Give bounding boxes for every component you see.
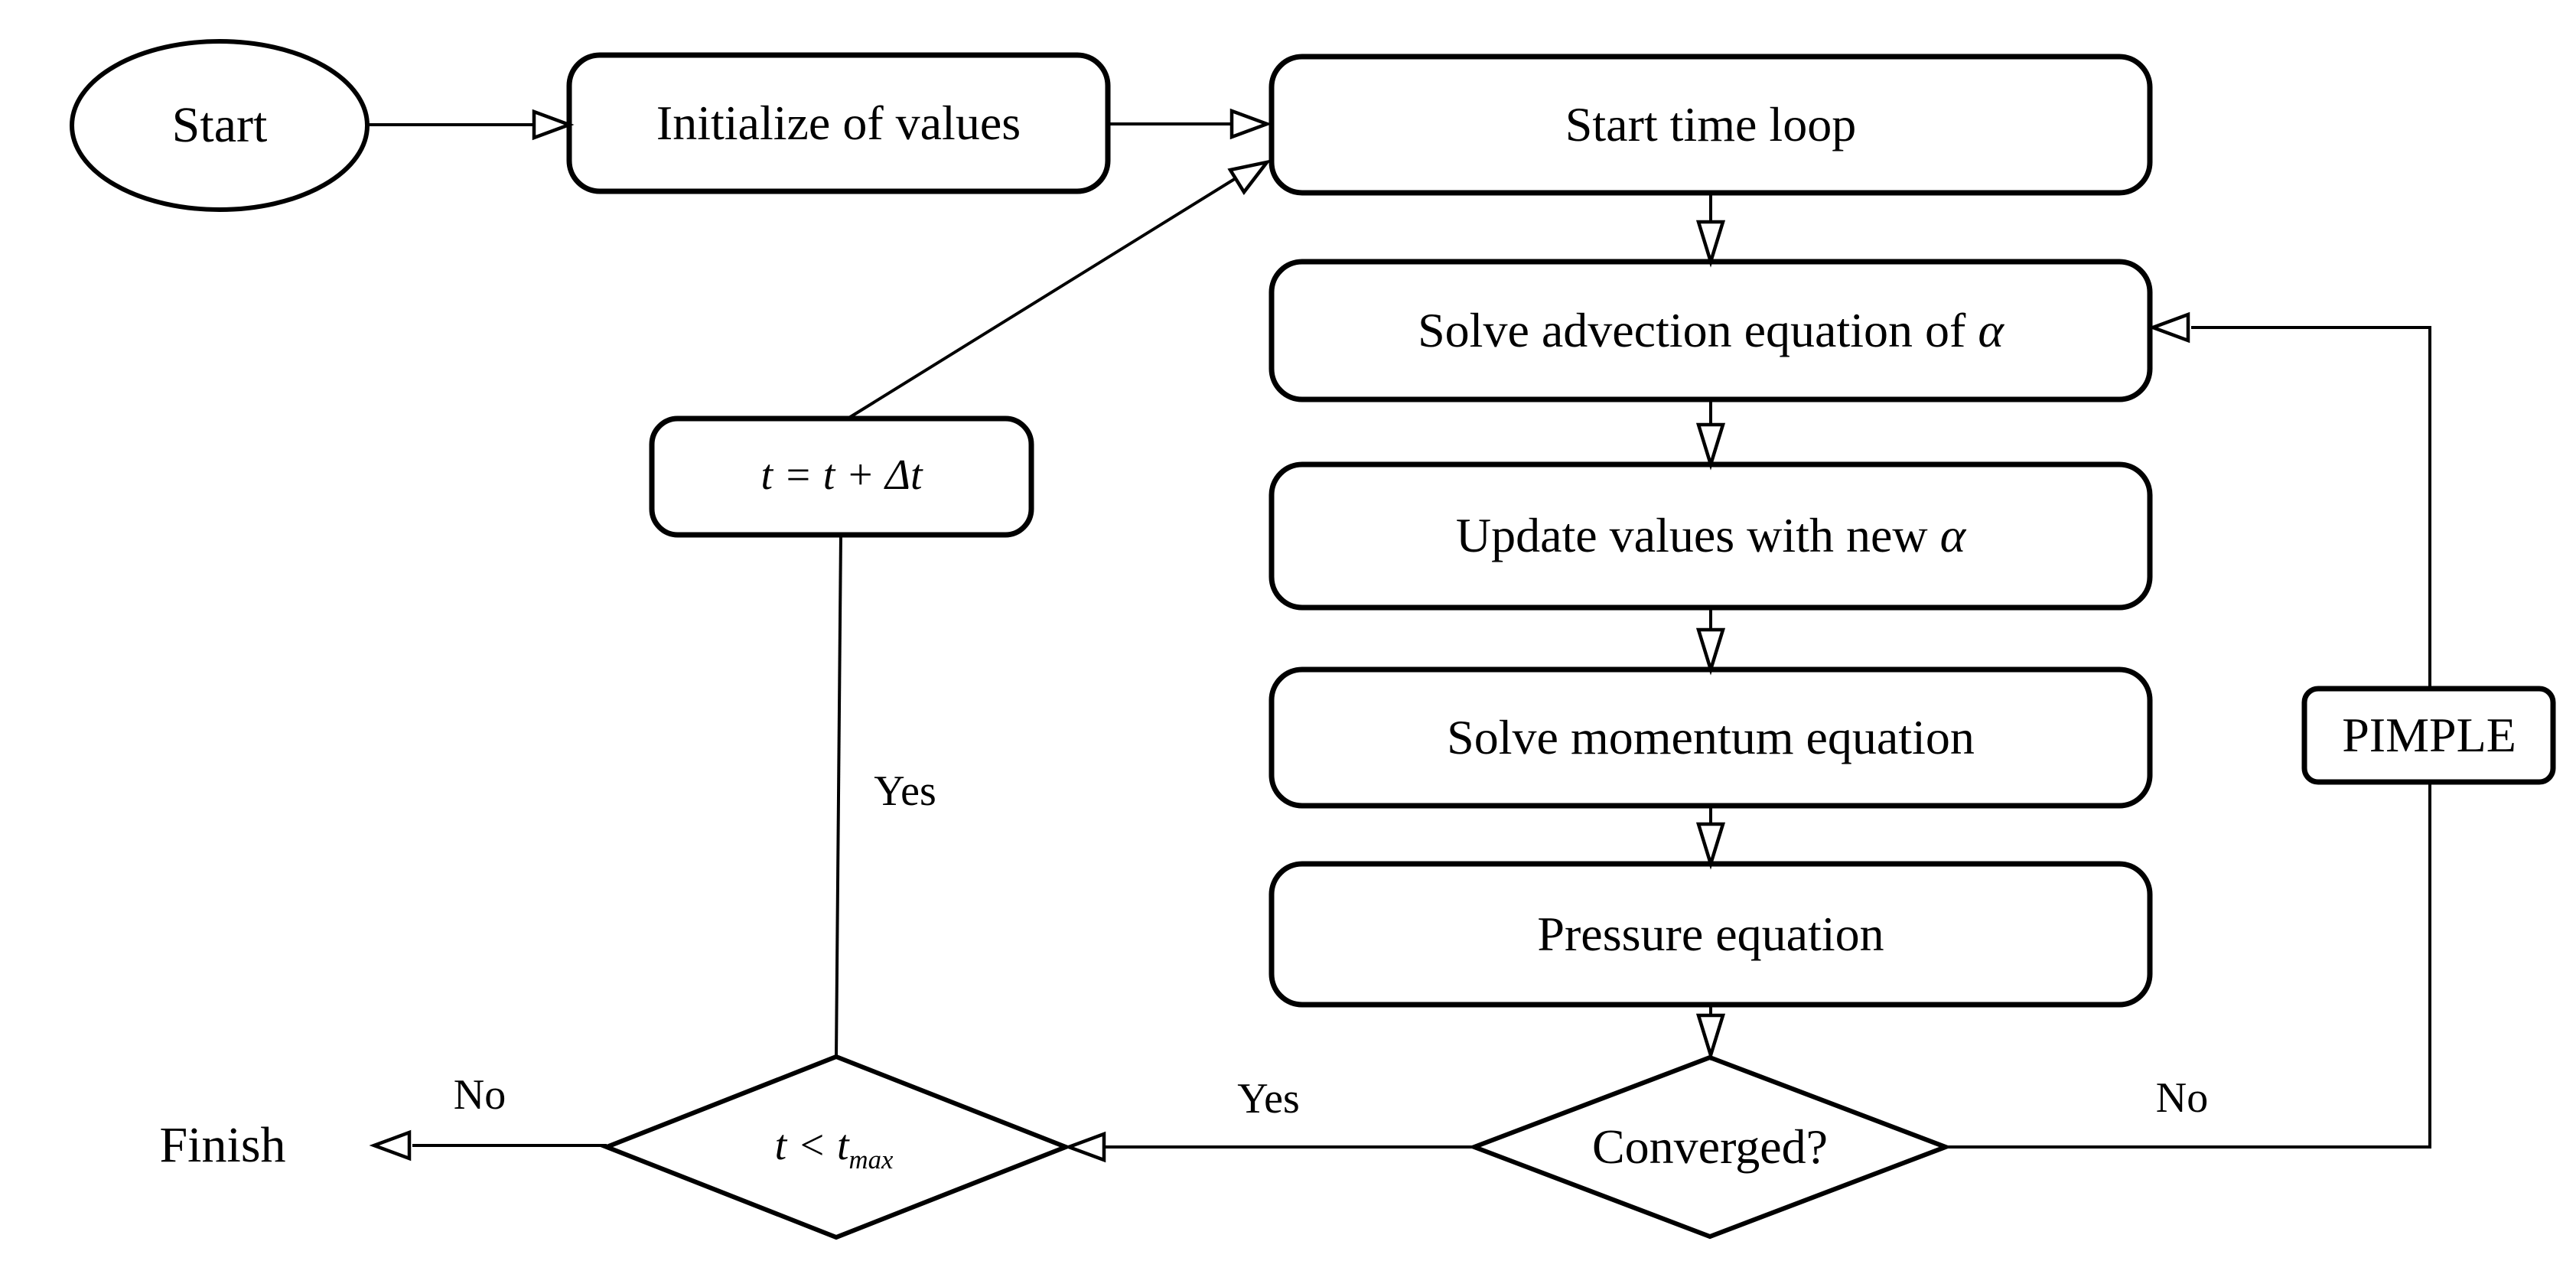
time-loop-label: Start time loop <box>1565 97 1857 152</box>
time-loop-box <box>1268 54 2153 196</box>
label-timecheck-yes: Yes <box>874 767 936 815</box>
time-check-label: t < tmax <box>774 1122 894 1173</box>
alpha-symbol: α <box>1939 508 1966 562</box>
time-check-diamond <box>600 1054 1073 1240</box>
start-ellipse <box>70 39 370 212</box>
edge-increment-timeloop <box>846 174 1241 420</box>
pressure-label: Pressure equation <box>1537 907 1884 961</box>
time-check-subscript: max <box>848 1145 894 1175</box>
arrowhead-into-initialize <box>532 109 575 141</box>
arrowhead-into-converged <box>1695 1013 1726 1061</box>
label-timecheck-no: No <box>453 1071 506 1119</box>
time-check-main: t < t <box>774 1122 849 1169</box>
arrowhead-into-finish <box>369 1129 412 1162</box>
arrowhead-into-pressure <box>1695 822 1726 870</box>
time-increment-label: t = t + Δt <box>760 451 923 499</box>
label-converged-no: No <box>2155 1074 2209 1122</box>
finish-label: Finish <box>159 1117 286 1173</box>
initialize-label: Initialize of values <box>656 96 1021 150</box>
arrowhead-diagonal-timeloop <box>1227 159 1272 195</box>
arrowhead-into-timecheck <box>1063 1131 1106 1163</box>
advection-label: Solve advection equation of α <box>1418 306 2004 355</box>
alpha-symbol: α <box>1978 303 2004 357</box>
arrowhead-into-update <box>1695 422 1726 471</box>
converged-label: Converged? <box>1591 1119 1829 1174</box>
update-label: Update values with new α <box>1456 511 1965 560</box>
advection-label-text: Solve advection equation of <box>1418 303 1978 357</box>
pimple-label: PIMPLE <box>2342 708 2516 762</box>
edge-timecheck-increment <box>835 534 842 1057</box>
arrowhead-loop-into-advection <box>2148 311 2190 344</box>
arrowhead-into-momentum <box>1695 627 1726 676</box>
label-converged-yes: Yes <box>1237 1075 1300 1122</box>
arrowhead-into-timeloop <box>1229 108 1272 140</box>
time-increment-box <box>649 415 1034 538</box>
pimple-box <box>2301 686 2556 785</box>
momentum-label: Solve momentum equation <box>1447 710 1975 764</box>
update-label-text: Update values with new <box>1455 508 1940 562</box>
start-label: Start <box>171 97 268 153</box>
arrowhead-into-advection <box>1695 220 1726 268</box>
converged-diamond <box>1467 1054 1952 1240</box>
